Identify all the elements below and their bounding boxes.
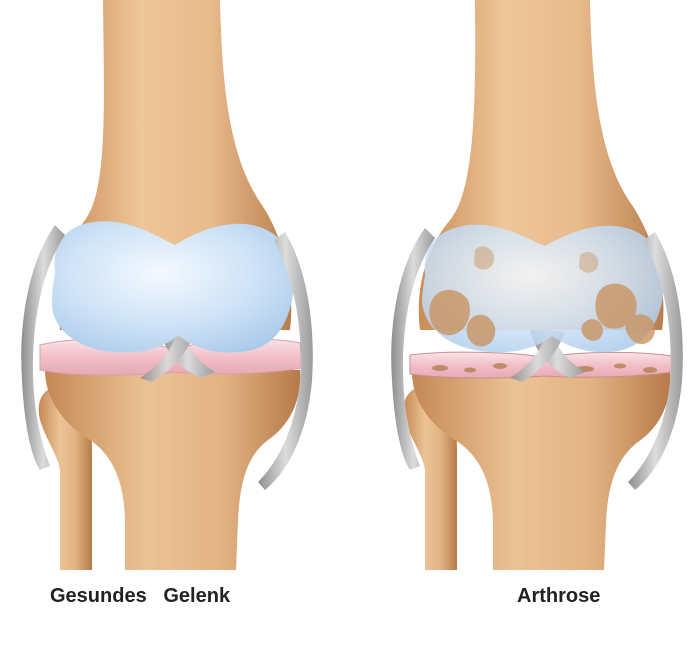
arthritic-cruciate-ligament-2 <box>510 330 565 382</box>
arthrosis-label: Arthrose <box>517 585 601 607</box>
healthy-tibia <box>45 370 301 570</box>
healthy-joint-label: Gesundes Gelenk <box>50 585 231 607</box>
arthritic-erosion-patches <box>429 246 655 347</box>
arthritic-knee <box>391 0 683 570</box>
healthy-cruciate-ligament-2 <box>140 330 195 382</box>
arthritic-lateral-ligament <box>628 232 683 490</box>
arthritic-medial-ligament <box>391 228 435 470</box>
healthy-cartilage <box>51 221 295 353</box>
arthritic-fibula <box>403 386 457 570</box>
healthy-fibula <box>38 386 92 570</box>
arthritic-tibia <box>412 372 671 570</box>
healthy-medial-ligament <box>21 225 65 470</box>
healthy-lateral-ligament <box>258 232 313 490</box>
healthy-knee <box>21 0 313 570</box>
